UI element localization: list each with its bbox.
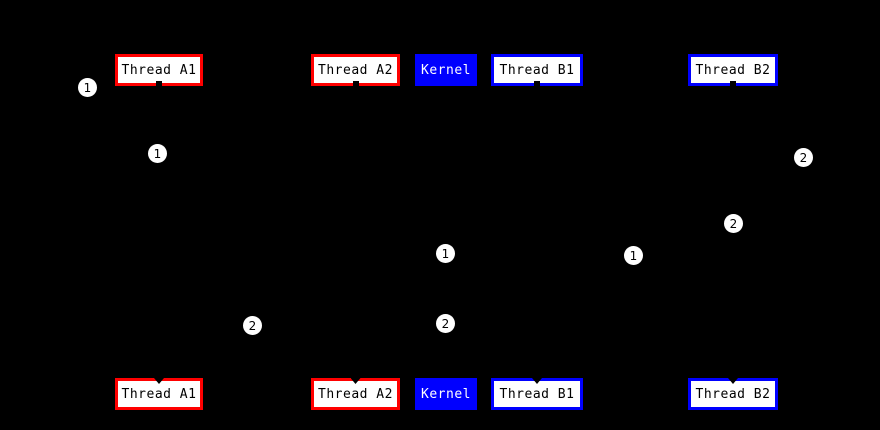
participant-top-thread-a1: Thread A1 (115, 54, 203, 86)
participant-top-thread-b1: Thread B1 (491, 54, 583, 86)
participant-label: Thread A2 (318, 62, 393, 78)
participant-label: Thread B1 (499, 386, 575, 402)
step-marker: 1 (624, 246, 643, 265)
participant-bottom-thread-b1: Thread B1 (491, 378, 583, 410)
step-marker: 2 (794, 148, 813, 167)
participant-bottom-thread-a2: Thread A2 (311, 378, 400, 410)
participant-top-kernel: Kernel (415, 54, 477, 86)
step-marker: 2 (724, 214, 743, 233)
participant-label: Thread A1 (121, 62, 197, 78)
participant-bottom-kernel: Kernel (415, 378, 477, 410)
participant-label: Kernel (421, 62, 471, 78)
participant-top-thread-a2: Thread A2 (311, 54, 400, 86)
lifeline-notch (728, 378, 738, 384)
participant-label: Thread B1 (499, 62, 575, 78)
participant-bottom-thread-b2: Thread B2 (688, 378, 778, 410)
step-marker: 1 (78, 78, 97, 97)
lifeline-notch (534, 81, 540, 86)
participant-label: Thread B2 (695, 62, 771, 78)
lifeline-notch (532, 378, 542, 384)
lifeline-notch (730, 81, 736, 86)
step-marker: 1 (148, 144, 167, 163)
participant-top-thread-b2: Thread B2 (688, 54, 778, 86)
lifeline-notch (156, 81, 162, 86)
lifeline-notch (352, 81, 359, 86)
participant-label: Thread B2 (695, 386, 771, 402)
step-marker: 2 (436, 314, 455, 333)
participant-label: Thread A2 (318, 386, 393, 402)
participant-label: Thread A1 (121, 386, 197, 402)
step-marker: 2 (243, 316, 262, 335)
step-marker: 1 (436, 244, 455, 263)
participant-bottom-thread-a1: Thread A1 (115, 378, 203, 410)
participant-label: Kernel (421, 386, 471, 402)
lifeline-notch (154, 378, 164, 384)
lifeline-notch (350, 378, 361, 384)
